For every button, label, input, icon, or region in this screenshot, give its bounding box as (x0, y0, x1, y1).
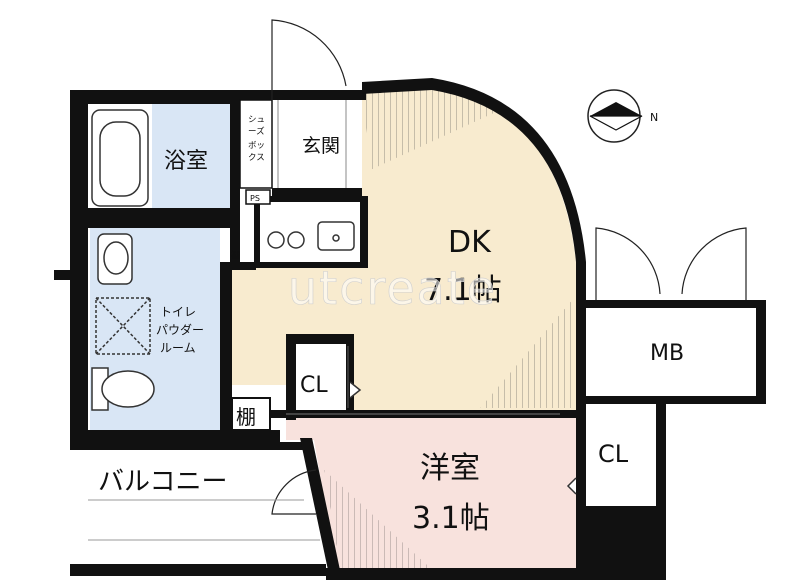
western-name-label: 洋室 (420, 451, 480, 486)
svg-text:ボッ: ボッ (248, 141, 265, 151)
dk-floor (232, 84, 576, 410)
svg-text:ルーム: ルーム (160, 341, 196, 355)
closet-right-label: CL (598, 440, 629, 468)
mb-door-swing-left (595, 227, 661, 300)
meter-box-label: MB (650, 341, 684, 366)
bath-floor (152, 104, 230, 208)
western-hatch (324, 470, 430, 568)
compass: N (587, 89, 658, 143)
room-labels: 浴室 玄関 シュ ーズ ボッ クス PS 棚 DK 7.1帖 トイレ パウダー … (98, 115, 684, 536)
shoe-box (239, 99, 273, 189)
dk-size-label: 7.1帖 (424, 273, 502, 308)
watermark: utcreate (288, 261, 497, 315)
dk-hatch-bottom (480, 300, 572, 408)
ps-box (245, 189, 271, 205)
bathtub (91, 109, 149, 207)
svg-text:パウダー: パウダー (156, 322, 204, 337)
svg-text:シュ: シュ (248, 115, 265, 125)
shelf-box (231, 397, 271, 431)
balcony-door-swing (271, 469, 317, 515)
western-size-label: 3.1帖 (412, 501, 490, 536)
svg-text:ーズ: ーズ (248, 126, 265, 137)
stove-burner-left (267, 231, 285, 249)
dk-hatch-top (362, 84, 500, 170)
kitchen-sink (317, 221, 355, 251)
ps-label: PS (250, 194, 260, 203)
hatch-areas (324, 84, 572, 568)
bath-label: 浴室 (164, 149, 208, 174)
toilet-bowl (101, 370, 155, 408)
kitchen-shelf-label: 棚 (231, 249, 240, 261)
fixtures (88, 19, 747, 541)
entrance-label: 玄関 (302, 135, 340, 157)
shelf-label: 棚 (236, 405, 256, 429)
washing-machine-space (95, 297, 151, 355)
dk-name-label: DK (448, 225, 492, 260)
shoe-box-label: シュ ーズ ボッ クス (248, 115, 265, 163)
compass-north-label: N (650, 111, 658, 124)
toilet-label: トイレ パウダー ルーム (156, 305, 204, 355)
balcony-label: バルコニー (98, 467, 227, 497)
svg-text:クス: クス (248, 153, 265, 163)
mb-door-swing-right (681, 227, 747, 300)
entrance-door-swing (271, 19, 347, 100)
svg-text:トイレ: トイレ (160, 305, 196, 319)
closet-center-label: CL (300, 373, 328, 398)
stove-burner-right (287, 231, 305, 249)
